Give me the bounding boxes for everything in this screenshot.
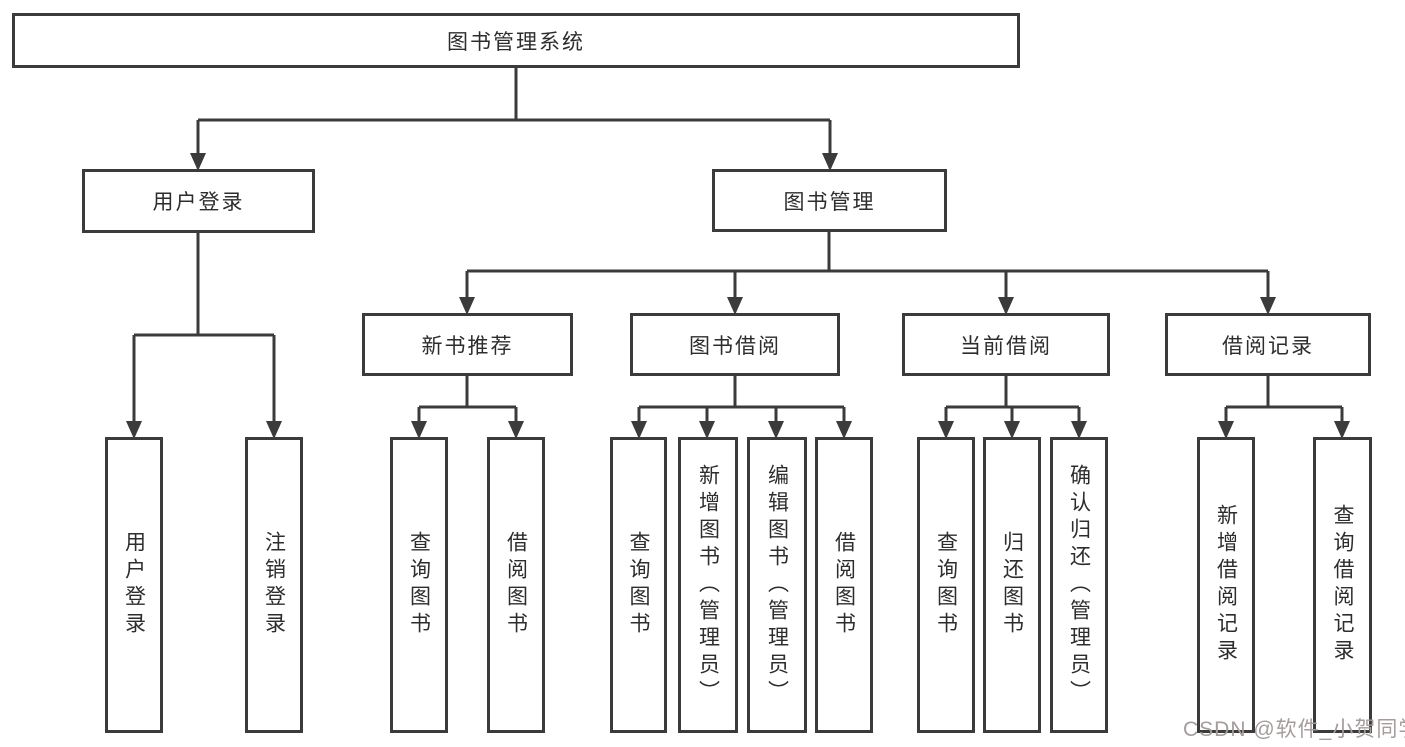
- leaf-borrow-query-books-label: 查询图书: [627, 531, 650, 639]
- leaf-recommend-borrow-books: 借阅图书: [487, 437, 545, 733]
- node-borrow-records-label: 借阅记录: [1222, 334, 1314, 358]
- leaf-current-query-books-label: 查询图书: [934, 531, 958, 639]
- arrowheads: [126, 153, 1350, 439]
- node-book-borrow: 图书借阅: [630, 313, 840, 376]
- leaf-add-books-admin-label: 新增图书（管理员）: [696, 463, 720, 707]
- leaf-confirm-return-admin-label: 确认归还（管理员）: [1067, 463, 1091, 707]
- leaf-query-borrow-record: 查询借阅记录: [1313, 437, 1372, 733]
- node-new-book-recommend-label: 新书推荐: [421, 334, 514, 358]
- node-borrow-records: 借阅记录: [1165, 313, 1371, 376]
- leaf-add-borrow-record: 新增借阅记录: [1197, 437, 1255, 733]
- csdn-watermark: CSDN @软件_小贺同学: [1183, 718, 1405, 741]
- leaf-recommend-borrow-books-label: 借阅图书: [504, 531, 528, 639]
- leaf-logout: 注销登录: [245, 437, 303, 733]
- leaf-user-login: 用户登录: [105, 437, 163, 733]
- leaf-borrow-books: 借阅图书: [815, 437, 873, 733]
- leaf-recommend-query-books-label: 查询图书: [407, 531, 431, 639]
- leaf-logout-label: 注销登录: [262, 531, 286, 639]
- node-root: 图书管理系统: [12, 13, 1020, 68]
- leaf-recommend-query-books: 查询图书: [390, 437, 448, 733]
- node-user-login: 用户登录: [82, 169, 315, 233]
- leaf-return-books: 归还图书: [983, 437, 1041, 733]
- leaf-edit-books-admin: 编辑图书（管理员）: [747, 437, 807, 733]
- node-new-book-recommend: 新书推荐: [362, 313, 573, 376]
- leaf-current-query-books: 查询图书: [917, 437, 975, 733]
- leaf-user-login-label: 用户登录: [122, 531, 146, 639]
- node-book-management-label: 图书管理: [783, 190, 876, 214]
- leaf-query-borrow-record-label: 查询借阅记录: [1331, 504, 1354, 666]
- node-current-borrow: 当前借阅: [902, 313, 1110, 376]
- node-current-borrow-label: 当前借阅: [960, 334, 1052, 358]
- node-book-management: 图书管理: [712, 169, 947, 232]
- node-book-borrow-label: 图书借阅: [689, 334, 781, 358]
- leaf-return-books-label: 归还图书: [1000, 531, 1024, 639]
- node-user-login-label: 用户登录: [152, 191, 245, 214]
- leaf-add-books-admin: 新增图书（管理员）: [678, 437, 738, 733]
- leaf-add-borrow-record-label: 新增借阅记录: [1214, 504, 1238, 666]
- leaf-borrow-query-books: 查询图书: [610, 437, 667, 733]
- leaf-borrow-books-label: 借阅图书: [832, 531, 856, 639]
- leaf-edit-books-admin-label: 编辑图书（管理员）: [765, 463, 789, 707]
- node-root-label: 图书管理系统: [447, 30, 585, 54]
- leaf-confirm-return-admin: 确认归还（管理员）: [1050, 437, 1108, 733]
